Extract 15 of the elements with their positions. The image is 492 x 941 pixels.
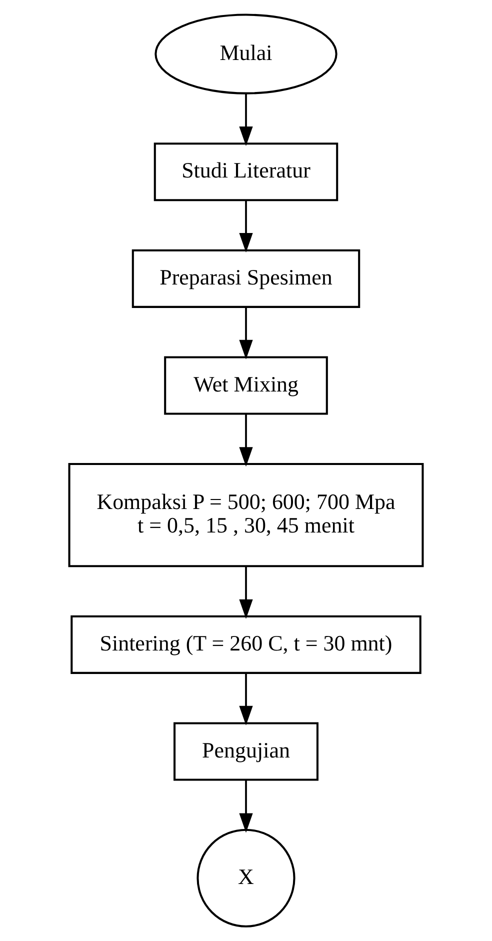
node-box: Sintering (T = 260 C, t = 30 mnt) [70, 615, 422, 674]
arrow [239, 94, 253, 146]
arrow [239, 414, 253, 467]
arrow [239, 308, 253, 360]
node-circle: X [196, 828, 296, 928]
arrow [239, 566, 253, 619]
arrow [239, 200, 253, 253]
node-ellipse: Mulai [154, 14, 338, 94]
arrow [239, 674, 253, 726]
node-box: Studi Literatur [154, 142, 338, 202]
node-box: Preparasi Spesimen [132, 249, 360, 308]
arrow [239, 780, 253, 833]
node-box: Kompaksi P = 500; 600; 700 Mpa t = 0,5, 15 , 30, 45 menit [68, 463, 424, 568]
node-box: Wet Mixing [164, 356, 328, 415]
node-box: Pengujian [174, 722, 318, 781]
